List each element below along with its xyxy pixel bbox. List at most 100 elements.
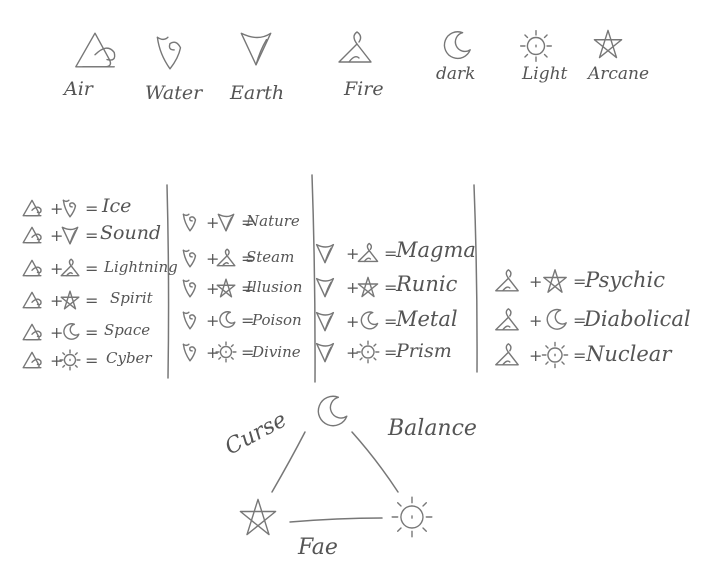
combo-earth-icon (315, 311, 335, 332)
result-steam: Steam (246, 248, 295, 266)
combo-fire-icon (60, 258, 80, 277)
combo-dark-icon (219, 311, 236, 328)
result-diabolical: Diabolical (584, 307, 691, 331)
earth-icon (240, 32, 272, 66)
combo-dark-icon (546, 308, 567, 330)
equals-sign: = (384, 278, 397, 297)
combo-air-icon (22, 351, 42, 369)
plus-sign: + (206, 213, 219, 232)
equals-sign: = (85, 259, 98, 278)
combo-dark-icon (63, 323, 80, 340)
equals-sign: = (384, 343, 397, 362)
plus-sign: + (50, 323, 63, 342)
combo-fire-icon (357, 242, 379, 263)
combo-fire-icon (495, 269, 519, 292)
combo-water-icon (62, 199, 77, 218)
result-spirit: Spirit (110, 289, 153, 307)
column-divider (473, 184, 478, 373)
triangle-edge-fae (289, 517, 383, 523)
combo-arcane-icon (60, 290, 80, 310)
equals-sign: = (573, 272, 586, 291)
triangle-label-fae: Fae (298, 535, 338, 560)
equals-sign: = (241, 279, 254, 298)
equals-sign: = (241, 343, 254, 362)
combo-water-icon (182, 249, 197, 268)
triangle-light-icon (391, 496, 433, 538)
result-runic: Runic (396, 272, 458, 296)
element-label-water: Water (145, 82, 203, 104)
result-psychic: Psychic (585, 268, 665, 292)
combo-light-icon (59, 349, 81, 371)
plus-sign: + (346, 278, 359, 297)
combo-water-icon (182, 343, 197, 362)
equals-sign: = (85, 199, 98, 218)
plus-sign: + (50, 259, 63, 278)
element-label-air: Air (64, 78, 93, 100)
result-poison: Poison (252, 311, 302, 329)
element-label-arcane: Arcane (588, 64, 650, 84)
result-divine: Divine (252, 343, 301, 361)
combo-earth-icon (61, 226, 79, 245)
result-cyber: Cyber (106, 349, 152, 367)
equals-sign: = (241, 213, 254, 232)
result-nuclear: Nuclear (586, 342, 672, 366)
combo-light-icon (356, 340, 380, 364)
plus-sign: + (50, 291, 63, 310)
equals-sign: = (573, 346, 586, 365)
combo-water-icon (182, 311, 197, 330)
combo-arcane-icon (543, 269, 567, 293)
combo-earth-icon (315, 243, 335, 264)
combo-light-icon (541, 341, 569, 369)
combo-arcane-icon (357, 276, 379, 298)
water-icon (156, 36, 182, 70)
combo-air-icon (22, 323, 42, 341)
plus-sign: + (529, 272, 542, 291)
equals-sign: = (85, 351, 98, 370)
result-illusion: Illusion (246, 278, 303, 296)
plus-sign: + (206, 311, 219, 330)
plus-sign: + (529, 346, 542, 365)
fire-icon (338, 31, 372, 63)
triangle-edge-curse (271, 431, 306, 493)
combo-water-icon (182, 213, 197, 232)
equals-sign: = (384, 244, 397, 263)
result-ice: Ice (102, 195, 132, 217)
triangle-arcane-icon (239, 498, 277, 536)
combo-air-icon (22, 199, 42, 217)
plus-sign: + (529, 311, 542, 330)
combo-water-icon (182, 279, 197, 298)
plus-sign: + (50, 226, 63, 245)
result-magma: Magma (396, 238, 476, 262)
combo-air-icon (22, 226, 42, 244)
element-label-dark: dark (436, 64, 476, 84)
triangle-edge-balance (351, 431, 399, 493)
combo-fire-icon (216, 248, 236, 267)
equals-sign: = (384, 312, 397, 331)
plus-sign: + (346, 312, 359, 331)
combo-fire-icon (495, 343, 519, 366)
combo-fire-icon (495, 308, 519, 331)
equals-sign: = (85, 226, 98, 245)
dark-icon (443, 31, 471, 60)
result-sound: Sound (100, 222, 162, 244)
element-label-earth: Earth (230, 82, 285, 104)
element-label-fire: Fire (344, 78, 384, 100)
column-divider (311, 174, 316, 383)
equals-sign: = (85, 291, 98, 310)
plus-sign: + (50, 199, 63, 218)
light-icon (519, 29, 553, 63)
result-nature: Nature (246, 212, 300, 230)
combo-light-icon (215, 341, 237, 363)
combo-arcane-icon (216, 278, 236, 298)
result-metal: Metal (396, 307, 458, 331)
triangle-label-balance: Balance (388, 416, 477, 441)
air-icon (75, 32, 116, 68)
equals-sign: = (573, 311, 586, 330)
plus-sign: + (206, 343, 219, 362)
plus-sign: + (206, 279, 219, 298)
plus-sign: + (346, 244, 359, 263)
plus-sign: + (206, 249, 219, 268)
arcane-icon (593, 29, 623, 59)
combo-earth-icon (315, 342, 335, 363)
